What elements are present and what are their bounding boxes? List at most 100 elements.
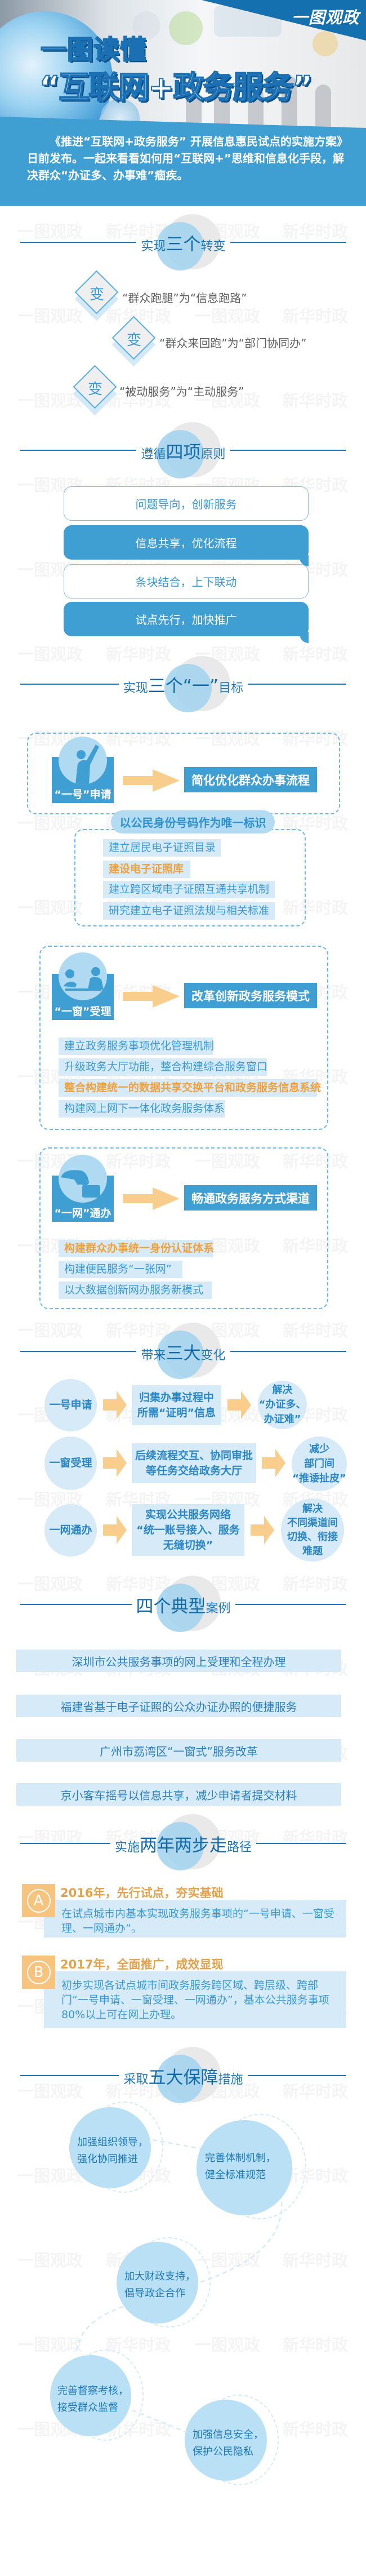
- goal-subitem: 建立居民电子证照目录: [103, 839, 221, 857]
- goal-subitem: 构建网上网下一体化政务服务体系: [59, 1100, 225, 1118]
- measure-text: 完善督察考核， 接受群众监督: [57, 2385, 128, 2414]
- header-circle-blue: [157, 222, 204, 271]
- divider: [20, 242, 137, 243]
- measure-circle: [117, 2242, 198, 2324]
- title-post: 目标: [218, 681, 244, 695]
- brand-logo: 一图观政: [292, 8, 360, 27]
- case-item: 广州市荔湾区“一窗式”服务改革: [16, 1739, 341, 1762]
- title-post: 转变: [200, 239, 226, 254]
- section-header-transformations: 实现三个转变: [0, 214, 366, 271]
- divider: [20, 450, 137, 451]
- divider: [230, 242, 346, 243]
- hand-with-card-icon: [59, 1155, 107, 1203]
- service-desk-icon: [59, 952, 107, 1000]
- title-pre: 采取: [123, 2072, 149, 2087]
- title-post: 案例: [206, 1601, 231, 1616]
- change-process: 后续流程交互、协同审批 等任务交给政务大厅: [132, 1443, 256, 1483]
- case-item: 深圳市公共服务事项的网上受理和全程办理: [16, 1650, 341, 1672]
- change-result: 解决 “办证多、 办证难”: [258, 1381, 307, 1429]
- measure-circle: [185, 2400, 267, 2481]
- section-title: 实现三个“一”目标: [119, 672, 248, 697]
- goal-subitem: 建立跨区域电子证照互通共享机制: [103, 881, 275, 898]
- title-emphasis: 三个: [166, 234, 201, 255]
- hero-title-line2: “互联网+政务服务”: [39, 69, 313, 106]
- goal-target: 畅通政务服务方式渠道: [184, 1185, 317, 1211]
- title-post: 原则: [200, 447, 226, 462]
- person-raising-hand-icon: [59, 737, 107, 784]
- phase-badge-a-icon: A: [22, 1884, 55, 1917]
- measure-circle: [197, 2120, 292, 2215]
- goal-label: “一网”通办: [54, 1207, 111, 1220]
- arrow-right-icon: [123, 1187, 180, 1210]
- title-post: 路径: [227, 1840, 252, 1855]
- header-circle-blue: [157, 430, 204, 478]
- phase-title: 2017年，全面推广，成效显现: [60, 1958, 224, 1971]
- principle-item: 条块结合，上下联动: [64, 564, 309, 598]
- goal-card-one-window: [39, 946, 328, 1130]
- measure-text: 加强组织领导， 强化协同推进: [77, 2136, 148, 2165]
- title-post: 措施: [218, 2072, 243, 2087]
- change-process: 实现公共服务网络 “统一账号接入、服务 无缝切换”: [132, 1504, 244, 1556]
- arrow-right-icon: [262, 1449, 285, 1477]
- goal-label: “一窗”受理: [54, 1005, 111, 1018]
- header-circle-blue: [157, 2055, 204, 2103]
- arrow-right-icon: [123, 769, 180, 792]
- goal-subitem: 建立政务服务事项优化管理机制: [59, 1038, 214, 1055]
- change-diamond-icon: 变: [74, 270, 119, 321]
- change-result: 解决 不同渠道间 切换、衔接 难题: [281, 1498, 344, 1562]
- icon-bubble-image: [313, 31, 338, 56]
- divider: [20, 2075, 119, 2076]
- section-header-changes: 带来三大变化: [0, 1323, 366, 1379]
- change-result: 减少 部门间 “推诿扯皮”: [292, 1436, 347, 1491]
- goal-subitem: 升级政务大厅功能，整合构建综合服务窗口: [59, 1058, 267, 1076]
- change-process: 归集办事过程中 所需“证明”信息: [132, 1385, 221, 1425]
- section-title: 实施两年两步走路径: [110, 1831, 256, 1856]
- section-header-cases: 四个典型案例: [0, 1576, 366, 1632]
- change-source: 一号申请: [44, 1379, 97, 1431]
- header-circle-blue: [157, 1584, 204, 1632]
- principle-item: 试点先行，加快推广: [64, 602, 309, 643]
- goal-target: 简化优化群众办事流程: [184, 767, 317, 792]
- goal-label: “一号”申请: [54, 788, 111, 801]
- goal-card-one-network: [39, 1147, 328, 1309]
- section-header-roadmap: 实施两年两步走路径: [0, 1814, 366, 1870]
- title-emphasis: 四个典型: [136, 1596, 206, 1617]
- title-pre: 实现: [141, 239, 166, 254]
- measure-circle: [69, 2107, 151, 2188]
- title-post: 变化: [200, 1348, 226, 1363]
- measure-text: 加强信息安全， 保护公民隐私: [193, 2429, 264, 2458]
- change-source: 一窗受理: [44, 1436, 97, 1490]
- header-circle-blue: [157, 1822, 204, 1870]
- arrow-right-icon: [123, 985, 180, 1008]
- measure-circle: [50, 2355, 131, 2436]
- transformation-item: “群众跑腿”为“信息跑路”: [122, 291, 247, 305]
- hero-title-line1: 一图读懂: [40, 34, 146, 65]
- goal-subitem-highlight: 建设电子证照库: [103, 861, 190, 878]
- goal-subitem-highlight: 整合构建统一的数据共享交换平台和政务服务信息系统: [59, 1079, 321, 1097]
- divider: [256, 1843, 346, 1844]
- title-emphasis: 五大保障: [148, 2067, 218, 2088]
- hero-banner: 一图观政 一图读懂 “互联网+政务服务” 《推进“互联网+政务服务” 开展信息惠…: [0, 0, 366, 206]
- transformation-item: “群众来回跑”为“部门协同办”: [159, 336, 307, 350]
- divider: [20, 684, 119, 685]
- goal-subitem: 研究建立电子证照法规与相关标准: [103, 902, 275, 920]
- measure-text: 完善体制机制， 健全标准规范: [205, 2152, 276, 2181]
- section-header-goals: 实现三个“一”目标: [0, 656, 366, 712]
- header-circle-blue: [157, 1331, 204, 1379]
- arrow-right-icon: [227, 1391, 251, 1419]
- header-circle-blue: [164, 664, 212, 712]
- divider: [230, 450, 346, 451]
- section-header-measures: 采取五大保障措施: [0, 2047, 366, 2103]
- goal-subitem-highlight: 构建群众办事统一身份认证体系: [59, 1240, 214, 1257]
- goal-subitem: 以大数据创新网办服务新模式: [59, 1282, 212, 1299]
- watermark-text: 新华时政: [283, 307, 349, 326]
- arrow-right-icon: [251, 1516, 274, 1544]
- chart-bubble-image: [132, 11, 160, 39]
- intro-paragraph: 《推进“互联网+政务服务” 开展信息惠民试点的实施方案》日前发布。一起来看看如何…: [27, 135, 349, 182]
- principle-item: 问题导向，创新服务: [64, 486, 309, 521]
- section-title: 遵循四项原则: [136, 438, 230, 463]
- phase-title: 2016年，先行试点，夯实基础: [60, 1886, 224, 1900]
- arrow-right-icon: [103, 1391, 127, 1419]
- phase-description: 在试点城市内基本实现政务服务事项的“一号申请、一窗受理、一网通办”。: [44, 1900, 346, 1937]
- title-pre: 实现: [123, 681, 148, 695]
